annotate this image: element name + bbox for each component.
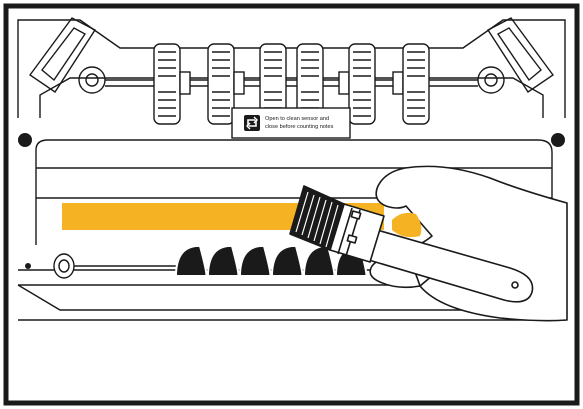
- label-line-2: close before counting notes: [265, 123, 333, 131]
- rotate-arrows-icon: [244, 115, 260, 131]
- label-line-1: Open to clean sensor and: [265, 115, 329, 123]
- rivet: [25, 263, 31, 269]
- mount-hole-left: [18, 133, 32, 147]
- mount-hole-right: [551, 133, 565, 147]
